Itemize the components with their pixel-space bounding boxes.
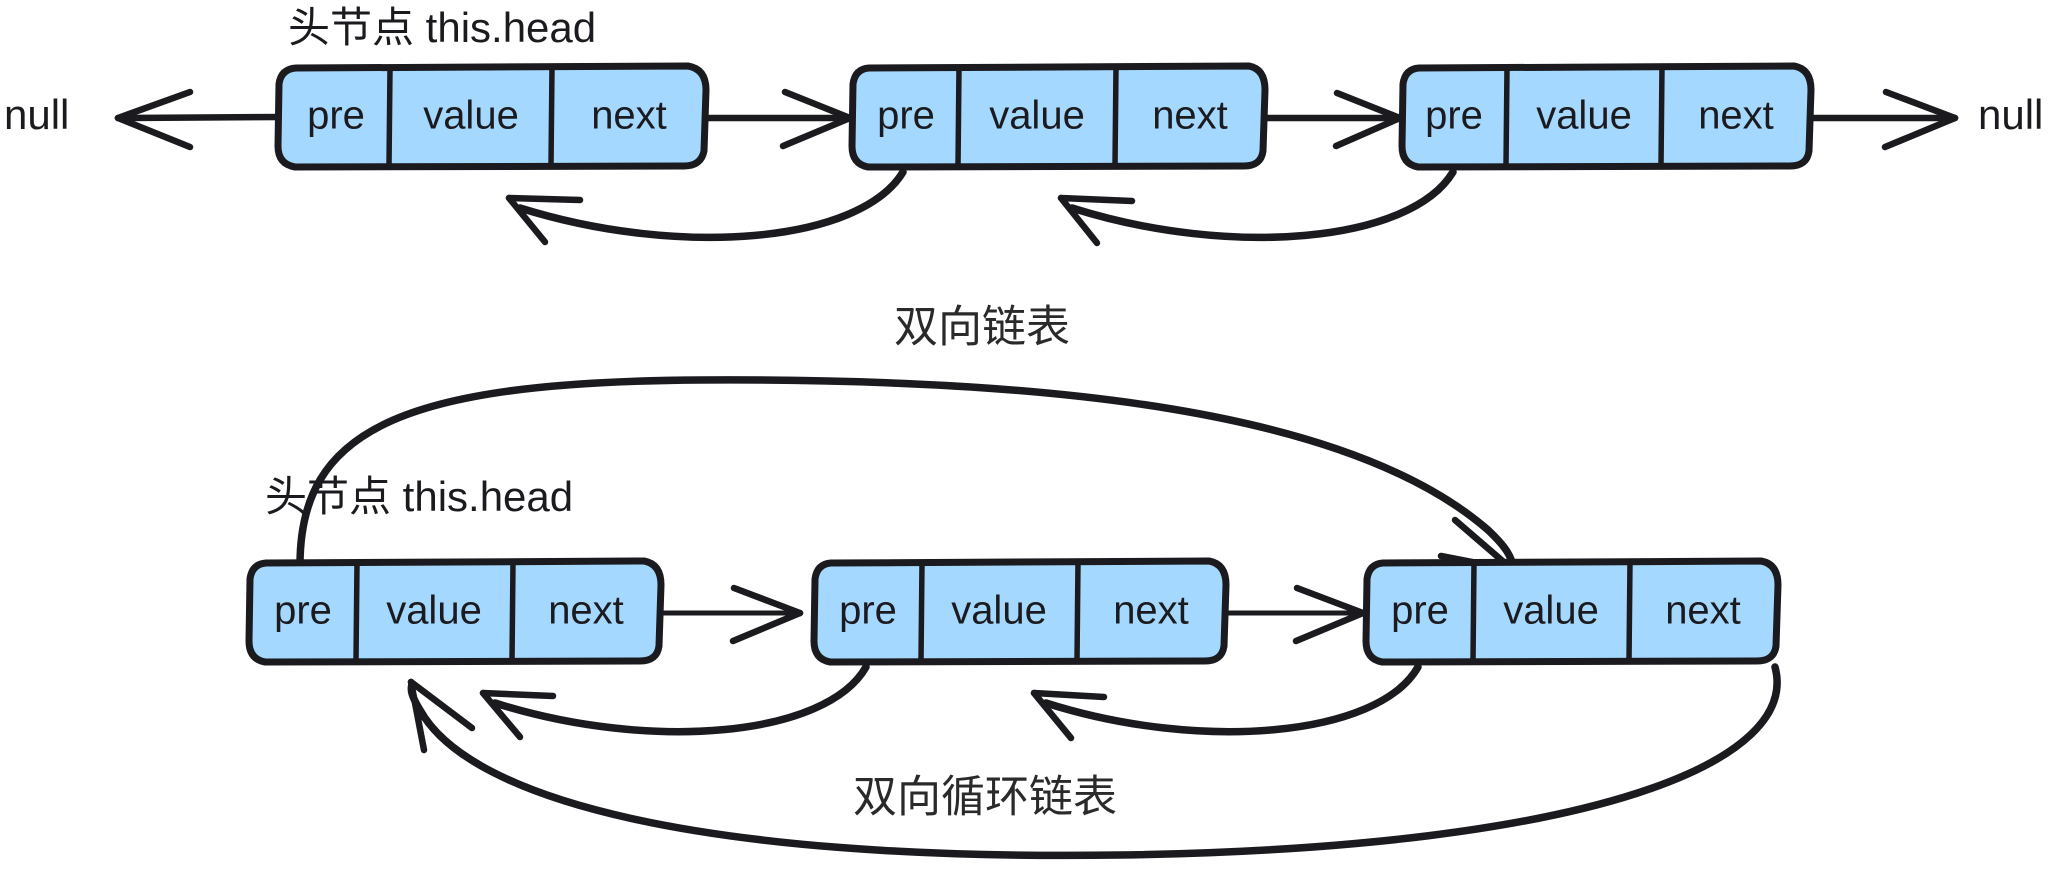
bottom-circular-arc-prev <box>407 663 1781 860</box>
bottom-caption: 双向循环链表 <box>853 773 1117 822</box>
bottom-node-3-value: value <box>1503 589 1599 633</box>
bottom-node-3-next: next <box>1665 589 1741 633</box>
top-node-3[interactable]: pre value next <box>1398 62 1815 171</box>
bottom-node-2-pre: pre <box>839 589 897 633</box>
bottom-next-arrow-1to2 <box>660 584 804 645</box>
top-next-arrow-2to3 <box>1263 89 1404 150</box>
top-node-2-next: next <box>1152 94 1228 138</box>
top-node-3-pre: pre <box>1425 94 1483 138</box>
top-node-2-value: value <box>989 94 1085 138</box>
bottom-node-2-value: value <box>951 589 1047 633</box>
top-caption: 双向链表 <box>894 303 1070 352</box>
bottom-node-3-pre: pre <box>1391 589 1449 633</box>
top-node-1-next: next <box>591 94 667 138</box>
bottom-node-3[interactable]: pre value next <box>1362 557 1782 666</box>
bottom-node-1-value: value <box>386 589 482 633</box>
bottom-node-1[interactable]: pre value next <box>245 557 665 666</box>
top-node-1-pre: pre <box>307 94 365 138</box>
top-node-2-pre: pre <box>877 94 935 138</box>
top-node-3-value: value <box>1536 94 1632 138</box>
top-null-left-label: null <box>4 91 69 138</box>
top-node-1[interactable]: pre value next <box>274 62 710 171</box>
bottom-node-1-next: next <box>548 589 624 633</box>
top-prev-arc-3to2 <box>1057 168 1457 247</box>
top-null-right-label: null <box>1978 91 2043 138</box>
top-node-3-next: next <box>1698 94 1774 138</box>
top-prev-arc-2to1 <box>505 168 907 246</box>
bottom-node-2-next: next <box>1113 589 1189 633</box>
top-node-2[interactable]: pre value next <box>848 62 1269 171</box>
bottom-next-arrow-2to3 <box>1225 584 1367 645</box>
bottom-prev-arc-3to2 <box>1030 663 1422 742</box>
top-next-arrow-1to2 <box>704 88 854 150</box>
top-null-right-arrow <box>1808 88 1959 151</box>
top-node-1-value: value <box>423 94 519 138</box>
bottom-node-1-pre: pre <box>274 589 332 633</box>
bottom-node-2[interactable]: pre value next <box>810 557 1230 666</box>
top-null-left-arrow <box>114 88 287 151</box>
bottom-prev-arc-2to1 <box>479 663 870 741</box>
top-head-label: 头节点 this.head <box>288 4 596 51</box>
bottom-head-label: 头节点 this.head <box>265 473 573 520</box>
